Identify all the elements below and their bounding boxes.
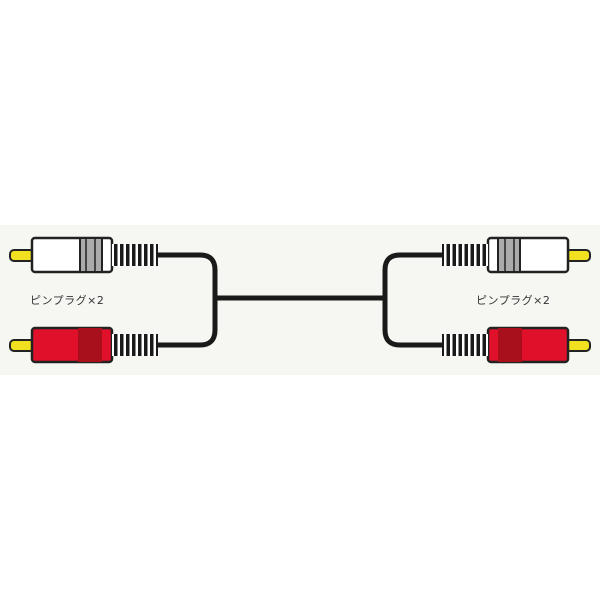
right-plug-label: ピンプラグ×2: [476, 294, 551, 307]
left-plug-label: ピンプラグ×2: [30, 294, 105, 307]
